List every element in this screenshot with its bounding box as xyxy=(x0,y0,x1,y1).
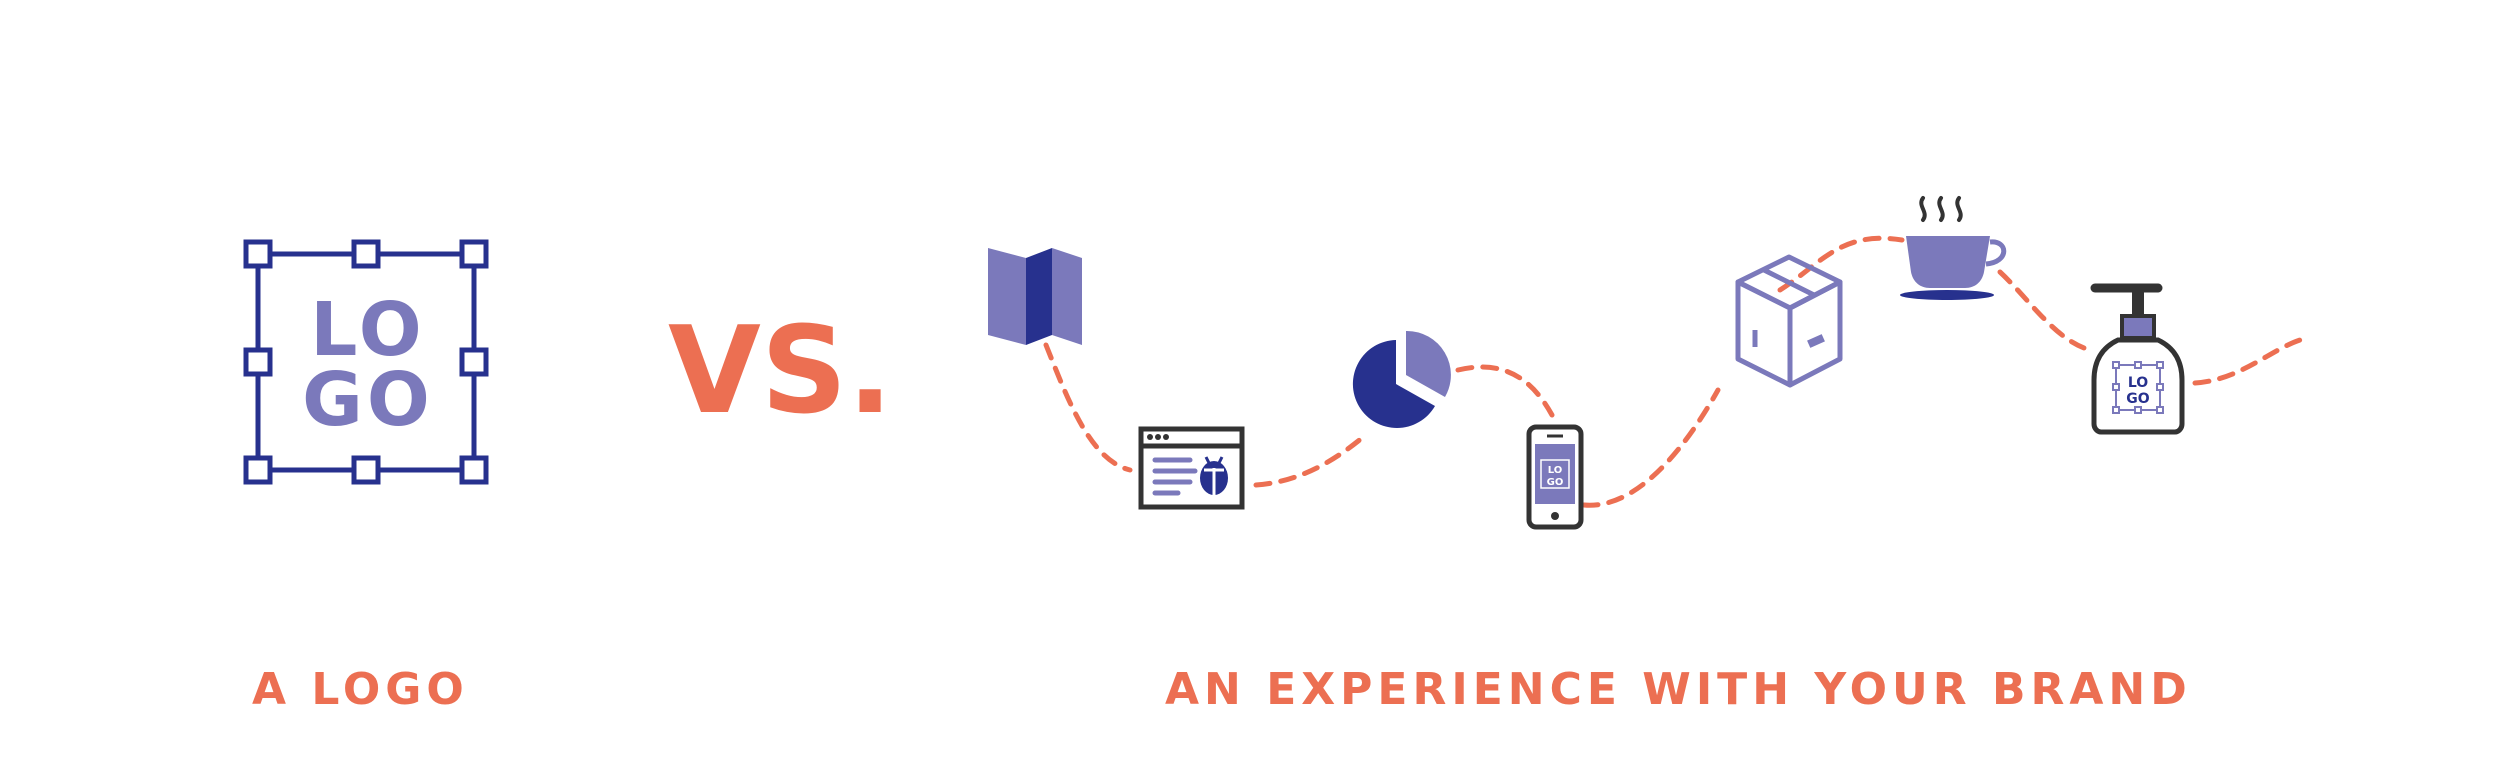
resize-handle xyxy=(459,455,489,485)
versus-label: VS. xyxy=(668,302,893,441)
soap-dispenser-icon: LO GO xyxy=(2090,283,2185,435)
resize-handle xyxy=(243,455,273,485)
shipping-box-icon xyxy=(1735,254,1843,388)
folded-map-icon xyxy=(988,248,1082,345)
logo-selection-box: LO GO xyxy=(243,239,489,485)
phone-logo-line2: GO xyxy=(1547,477,1564,488)
resize-handle xyxy=(351,455,381,485)
logo-text-line2: GO xyxy=(302,357,434,443)
pie-chart-icon xyxy=(1352,330,1451,428)
bottle-logo-line1: LO xyxy=(2128,375,2148,391)
resize-handle xyxy=(243,239,273,269)
resize-handle xyxy=(351,239,381,269)
resize-handle xyxy=(459,347,489,377)
caption-brand-experience: AN EXPERIENCE WITH YOUR BRAND xyxy=(1165,664,2192,715)
resize-handle xyxy=(243,347,273,377)
bottle-logo-line2: GO xyxy=(2126,391,2149,407)
logo-text-line1: LO xyxy=(310,287,425,373)
journey-path xyxy=(1043,235,2303,508)
browser-window-icon xyxy=(1138,426,1245,510)
resize-handle xyxy=(459,239,489,269)
caption-a-logo: A LOGO xyxy=(252,664,469,715)
coffee-cup-icon xyxy=(1900,196,2007,300)
bug-icon xyxy=(1200,456,1228,495)
phone-logo-line1: LO xyxy=(1548,465,1563,476)
smartphone-icon: LO GO xyxy=(1526,424,1584,530)
